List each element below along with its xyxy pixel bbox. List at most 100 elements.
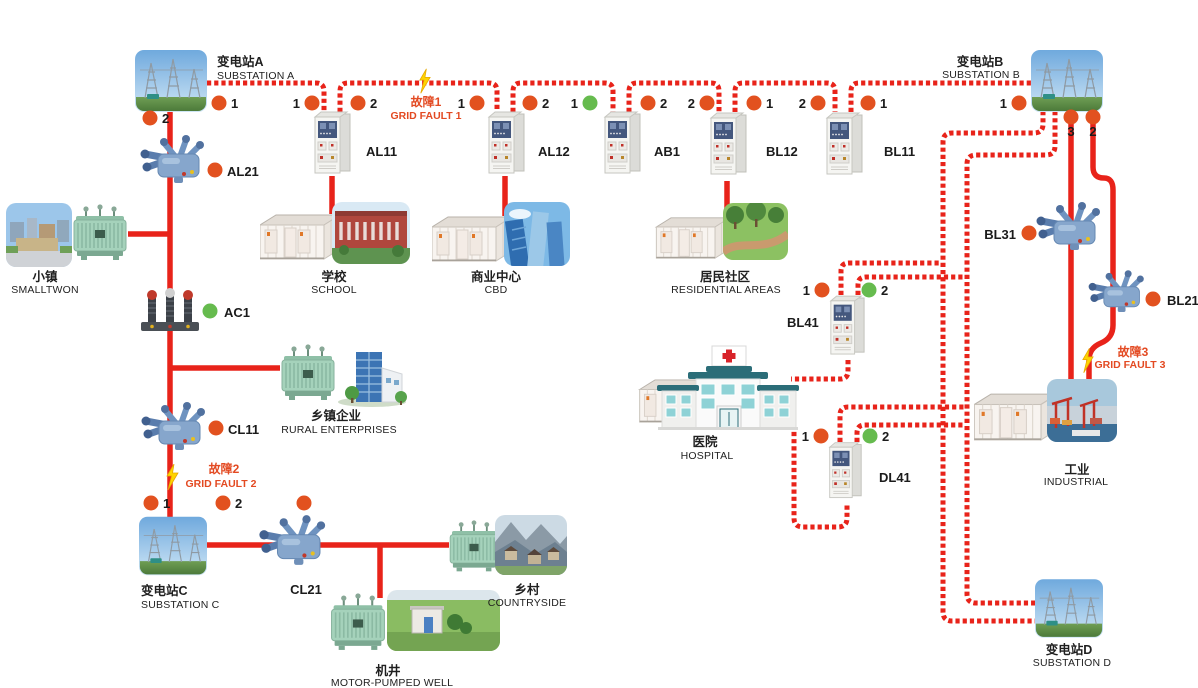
label-bl41: BL41 [787,315,819,330]
port-dot-bl41-1 [814,282,830,298]
port-dot-dl41-1 [813,428,829,444]
port-label-al12-2: 2 [542,96,549,111]
label-ac1: AC1 [224,305,250,320]
boxsub-school [260,214,340,260]
substation-d-zh: 变电站D [1046,642,1093,657]
industrial-en: INDUSTRIAL [1044,476,1108,488]
cabinet-bl41 [830,295,865,355]
label-dl41: DL41 [879,470,911,485]
port-dot-ab1-1 [582,95,598,111]
substation-c-en: SUBSTATION C [141,599,220,611]
town-photo [6,203,72,267]
substation-b-photo [1031,50,1103,112]
label-al12: AL12 [538,144,570,159]
label-al21: AL21 [227,164,259,179]
port-dot-bl11-2 [810,95,826,111]
switch-cl21 [259,515,325,565]
bus-al11-al12 [337,80,500,112]
transformer-rural [281,344,335,401]
tie-bl41-port1 [838,260,941,295]
device-dot-bl21 [1145,291,1161,307]
substation-a-en: SUBSTATION A [217,70,294,82]
hospital-en: HOSPITAL [681,450,734,462]
port-dot-subC-1 [143,495,159,511]
port-label-subB-2: 2 [1089,124,1096,139]
port-label-bl12-2: 2 [688,96,695,111]
device-dot-cl11 [208,420,224,436]
device-name-labels: AL11 AL12 AB1 BL12 BL11 BL41 DL41 AL21 A… [224,144,1198,597]
industrial-zh: 工业 [1064,462,1090,477]
cabinet-al12 [488,111,525,174]
transformer-town [73,204,127,261]
hospital-zh: 医院 [692,434,718,449]
port-label-bl11-2: 2 [799,96,806,111]
substation-c-photo [139,516,207,576]
tie-bl41-hospital [791,360,851,382]
cabinet-bl11 [826,112,863,175]
label-al11: AL11 [366,144,397,159]
port-dot-al11-1 [304,95,320,111]
port-label-subA-1: 1 [231,96,238,111]
cabinet-al11 [314,111,351,174]
dotted-tie-lines [207,80,1058,624]
school-en: SCHOOL [311,284,357,296]
substation-c-zh: 变电站C [141,583,188,598]
substation-b-en: SUBSTATION B [942,69,1020,81]
port-dot-subA-1 [211,95,227,111]
port-label-dl41-1: 1 [802,429,809,444]
boxsub-cbd [432,216,512,262]
school-zh: 学校 [321,269,347,284]
line-substationB-bl21-industrial [1086,112,1116,381]
fault3-en: GRID FAULT 3 [1095,359,1166,371]
countryside-en: COUNTRYSIDE [488,597,566,609]
port-dot-ab1-2 [640,95,656,111]
label-cl11: CL11 [228,422,259,437]
bus-ab1-bl12 [626,80,722,112]
transformer-countryside [449,520,499,573]
school-photo [332,202,410,264]
residential-photo [723,203,788,260]
port-dot-subB-2 [1085,109,1101,125]
port-dot-subC-2 [215,495,231,511]
fault1-bolt-icon [419,68,431,94]
status-dots-red [142,95,1161,511]
bus-al12-ab1 [510,80,616,112]
port-label-ab1-1: 1 [571,96,578,111]
port-label-bl11-1: 1 [880,96,887,111]
port-label-subC-2: 2 [235,496,242,511]
fault1-en: GRID FAULT 1 [391,110,462,122]
label-cl21: CL21 [290,582,322,597]
port-dot-subB-1 [1011,95,1027,111]
substation-a-photo [135,50,207,112]
port-dot-bl12-1 [746,95,762,111]
tie-dl41-port1 [837,404,965,442]
town-zh: 小镇 [31,269,58,284]
port-label-dl41-2: 2 [882,429,889,444]
label-bl21: BL21 [1167,293,1198,308]
cbd-photo [504,202,570,266]
cabinet-ab1 [604,111,641,174]
port-dot-al12-2 [522,95,538,111]
port-dot-bl12-2 [699,95,715,111]
port-label-ab1-2: 2 [660,96,667,111]
port-dot-bl11-1 [860,95,876,111]
device-dot-ac1 [202,303,218,319]
port-label-bl41-2: 2 [881,283,888,298]
tie-dl41-port2 [854,422,965,442]
status-dots-green [202,95,878,444]
substation-a-zh: 变电站A [217,54,264,69]
port-label-subA-2: 2 [162,111,169,126]
rural-zh: 乡镇企业 [311,408,362,423]
well-en: MOTOR-PUMPED WELL [331,677,453,688]
port-label-subC-1: 1 [163,496,170,511]
switch-cl11 [142,402,206,450]
substation-d-en: SUBSTATION D [1033,657,1112,669]
port-dot-cl21-top [296,495,312,511]
cbd-zh: 商业中心 [471,269,522,284]
port-label-subB-3: 3 [1067,124,1074,139]
transformer-well [330,593,386,652]
well-photo [387,590,500,651]
substation-b-zh: 变电站B [957,54,1004,69]
port-label-subB-1: 1 [1000,96,1007,111]
